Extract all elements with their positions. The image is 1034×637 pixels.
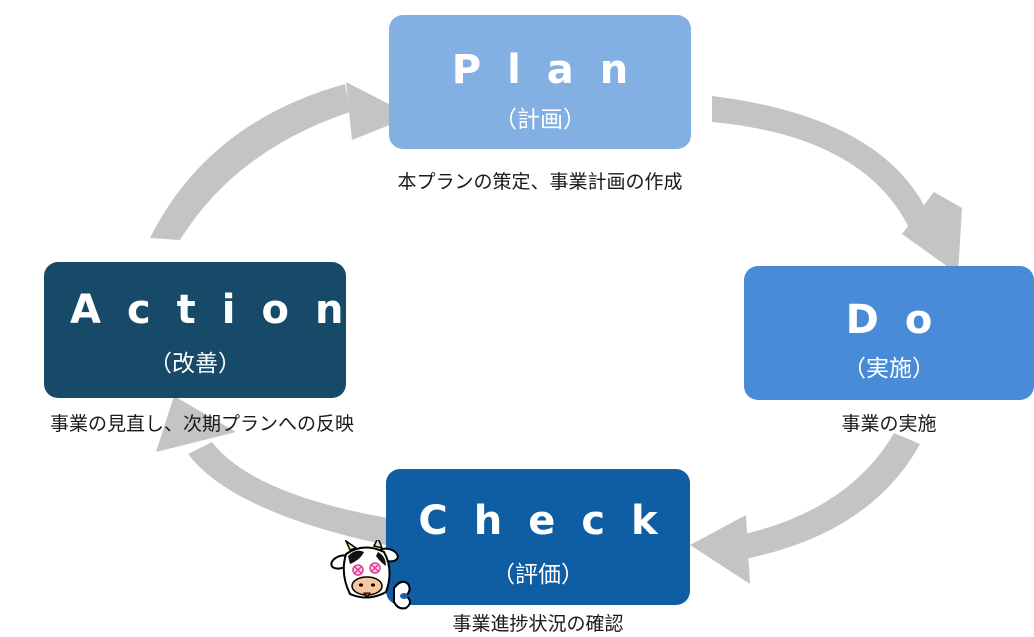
check-box: Check （評価） [386,469,690,605]
action-caption: 事業の見直し、次期プランへの反映 [49,413,354,435]
plan-box: Plan （計画） [389,15,691,149]
action-box: Action （改善） [44,262,346,398]
check-title: Check [418,498,684,544]
plan-caption: 本プランの策定、事業計画の作成 [397,171,683,193]
arrow-check-to-action [156,396,388,545]
arrow-do-to-check [690,433,920,584]
plan-subtitle: （計画） [494,107,586,133]
do-subtitle: （実施） [843,356,935,382]
cow-mascot-icon [330,540,411,610]
arrow-plan-to-do [712,96,962,274]
action-title: Action [70,287,370,333]
do-box: Do （実施） [744,266,1034,400]
action-subtitle: （改善） [149,351,241,377]
plan-title: Plan [451,47,655,93]
check-caption: 事業進捗状況の確認 [452,613,624,635]
do-caption: 事業の実施 [841,413,937,435]
arrow-action-to-plan [150,82,412,240]
check-subtitle: （評価） [492,562,584,588]
do-title: Do [845,297,959,343]
